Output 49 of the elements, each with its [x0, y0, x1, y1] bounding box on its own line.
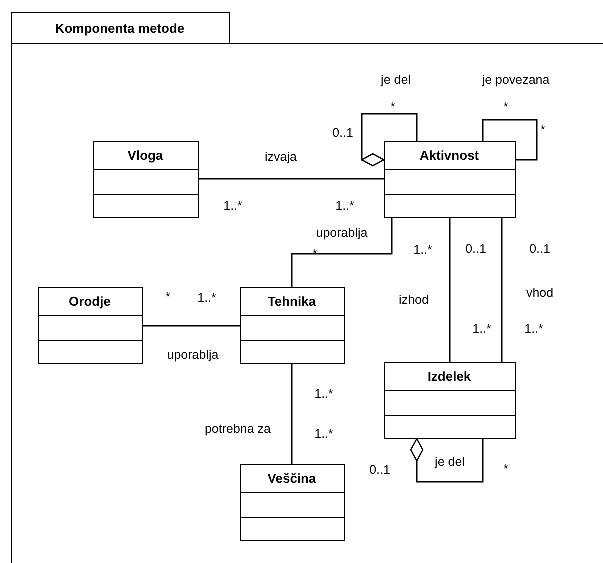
- multiplicity-label: 1..*: [224, 200, 242, 212]
- edge-label: izhod: [397, 292, 431, 308]
- association-line: [291, 218, 393, 287]
- class-box: [240, 464, 344, 540]
- multiplicity-label: 1..*: [198, 292, 216, 304]
- multiplicity-label: 1..*: [314, 428, 334, 440]
- edge-label: izvaja: [263, 150, 299, 164]
- association-line: [291, 364, 293, 464]
- multiplicity-label: *: [504, 100, 508, 114]
- aggregation-line: [410, 438, 484, 483]
- edge-label: je del: [379, 72, 413, 88]
- edge-label: vhod: [524, 286, 556, 300]
- class-box: [92, 140, 198, 218]
- edge-label: uporablja: [314, 226, 370, 240]
- association-line: [501, 218, 503, 362]
- multiplicity-label: *: [504, 462, 508, 476]
- class-name: Orodje: [38, 288, 142, 316]
- multiplicity-label: 1..*: [314, 388, 334, 400]
- edge-label: uporablja: [165, 348, 221, 362]
- association-line: [449, 218, 451, 362]
- multiplicity-label: 1..*: [472, 322, 492, 336]
- aggregation-line: [361, 113, 418, 167]
- multiplicity-label: *: [540, 124, 546, 136]
- class-box: [240, 286, 344, 364]
- multiplicity-label: 1..*: [414, 244, 432, 256]
- multiplicity-label: 0..1: [530, 242, 550, 256]
- edge-label: je povezana: [480, 72, 552, 88]
- multiplicity-label: 1..*: [336, 200, 354, 212]
- association-line: [199, 178, 384, 180]
- edge-label: potrebna za: [202, 422, 274, 436]
- multiplicity-label: 1..*: [524, 322, 544, 336]
- class-name: Izdelek: [384, 362, 514, 390]
- class-name: Vloga: [94, 142, 198, 170]
- multiplicity-label: 0..1: [332, 126, 354, 140]
- multiplicity-label: *: [166, 290, 170, 304]
- class-name: Tehnika: [240, 288, 344, 316]
- edge-label: je del: [433, 454, 467, 470]
- class-box: [384, 362, 516, 438]
- multiplicity-label: 0..1: [466, 242, 486, 256]
- class-box: [38, 286, 142, 364]
- class-name: Veščina: [240, 464, 344, 492]
- association-line: [482, 119, 538, 161]
- multiplicity-label: *: [312, 248, 318, 260]
- multiplicity-label: *: [390, 100, 396, 114]
- class-box: [384, 140, 516, 218]
- association-line: [143, 325, 240, 327]
- package-tab: Komponenta metode: [10, 12, 230, 43]
- multiplicity-label: 0..1: [370, 464, 390, 476]
- class-name: Aktivnost: [384, 142, 514, 170]
